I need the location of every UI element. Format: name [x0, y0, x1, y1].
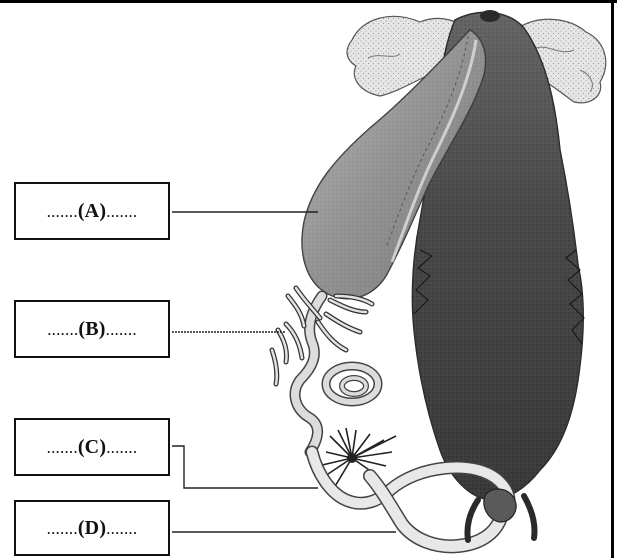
label-a-text: .......(A).......: [47, 200, 138, 223]
label-c-text: .......(C).......: [47, 436, 138, 459]
label-d-text: .......(D).......: [47, 517, 138, 540]
label-box-c: .......(C).......: [14, 418, 170, 476]
label-box-b: .......(B).......: [14, 300, 170, 358]
label-box-d: .......(D).......: [14, 500, 170, 556]
label-box-a: .......(A).......: [14, 182, 170, 240]
label-b-text: .......(B).......: [47, 318, 137, 341]
coiled-duct-and-tentacles: [272, 288, 378, 452]
leader-line-c: [172, 446, 318, 488]
